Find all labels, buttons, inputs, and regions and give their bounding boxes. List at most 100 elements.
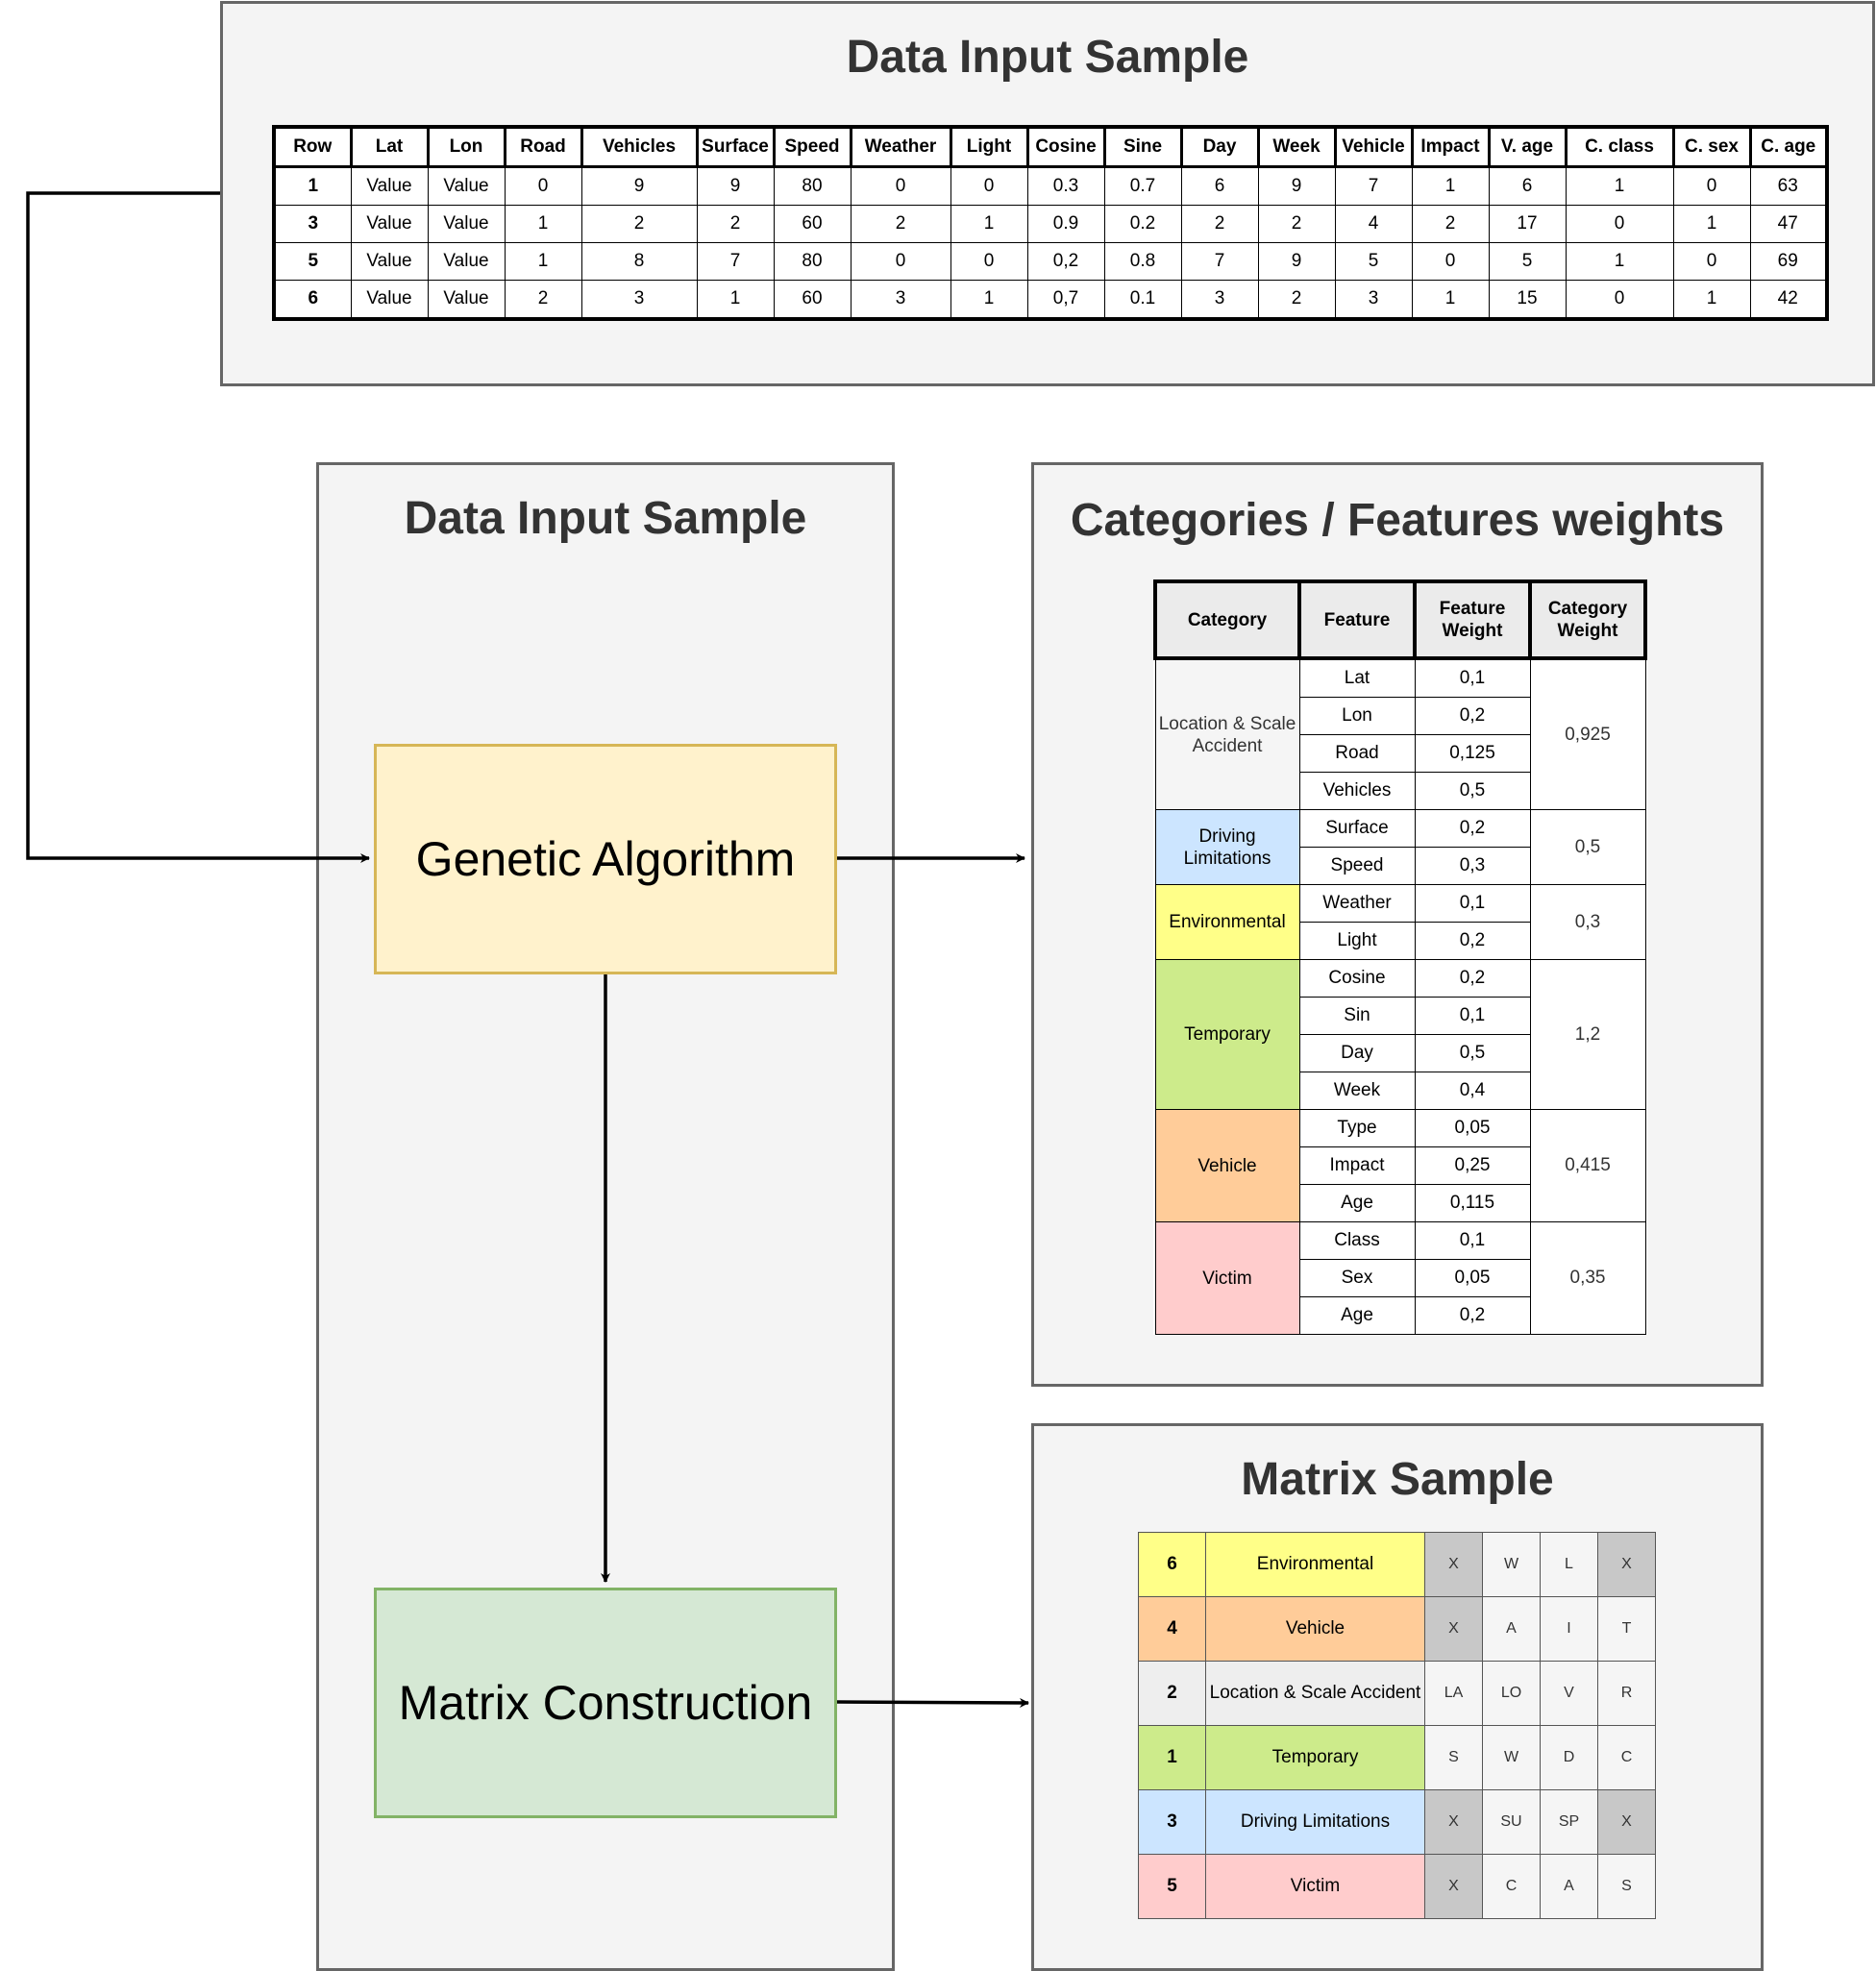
table-cell: Value [427, 242, 506, 281]
table-cell: 2 [1257, 205, 1336, 243]
table-cell: 3 [1334, 280, 1413, 320]
column-header: V. age [1487, 125, 1567, 168]
matrix-cell: L [1540, 1532, 1598, 1597]
matrix-cell: S [1597, 1854, 1656, 1919]
table-cell: 3 [273, 205, 352, 243]
column-header: Weather [849, 125, 952, 168]
category-cell: Victim [1154, 1221, 1300, 1335]
table-cell: 60 [773, 205, 852, 243]
category-cell: Environmental [1154, 884, 1300, 960]
matrix-row-number: 2 [1138, 1661, 1206, 1726]
column-header: Vehicle [1333, 125, 1414, 168]
feature-weight-cell: 0,2 [1414, 1296, 1531, 1335]
feature-weight-cell: 0,2 [1414, 959, 1531, 998]
category-weight-cell: 0,3 [1529, 884, 1646, 960]
matrix-row-label: Temporary [1205, 1725, 1425, 1790]
feature-cell: Age [1298, 1296, 1416, 1335]
matrix-cell: A [1540, 1854, 1598, 1919]
column-header: Road [503, 125, 583, 168]
table-cell: 1 [696, 280, 775, 320]
table-cell: 2 [1411, 205, 1490, 243]
matrix-row-label: Victim [1205, 1854, 1425, 1919]
matrix-cell: LO [1482, 1661, 1541, 1726]
table-cell: Value [427, 166, 506, 206]
table-cell: 4 [1334, 205, 1413, 243]
column-header: C. sex [1671, 125, 1752, 168]
table-cell: 5 [273, 242, 352, 281]
feature-weight-cell: 0,2 [1414, 697, 1531, 735]
column-header: Cosine [1025, 125, 1106, 168]
table-cell: 0.8 [1103, 242, 1182, 281]
table-cell: 63 [1749, 166, 1828, 206]
column-header: Light [949, 125, 1029, 168]
matrix-row-number: 3 [1138, 1789, 1206, 1855]
table-cell: 0 [1672, 242, 1751, 281]
matrix-cell: X [1424, 1596, 1483, 1662]
panel-title: Matrix Sample [1241, 1454, 1554, 1505]
table-cell: 80 [773, 242, 852, 281]
feature-cell: Day [1298, 1034, 1416, 1072]
column-header: Vehicles [580, 125, 699, 168]
table-cell: 1 [1411, 166, 1490, 206]
column-header: Impact [1410, 125, 1491, 168]
matrix-cell: V [1540, 1661, 1598, 1726]
column-header: Speed [772, 125, 852, 168]
feature-cell: Vehicles [1298, 772, 1416, 810]
category-cell: Driving Limitations [1154, 809, 1300, 885]
feature-cell: Speed [1298, 847, 1416, 885]
matrix-cell: X [1597, 1532, 1656, 1597]
panel-title: Data Input Sample [404, 493, 807, 544]
column-header: Feature Weight [1413, 579, 1532, 660]
matrix-cell: C [1597, 1725, 1656, 1790]
matrix-cell: D [1540, 1725, 1598, 1790]
category-weight-cell: 0,925 [1529, 657, 1646, 810]
column-header: Week [1256, 125, 1337, 168]
table-cell: Value [427, 280, 506, 320]
feature-weight-cell: 0,1 [1414, 884, 1531, 923]
panel-title: Categories / Features weights [1070, 495, 1725, 546]
feature-cell: Lat [1298, 657, 1416, 698]
column-header: Lat [349, 125, 430, 168]
matrix-cell: C [1482, 1854, 1541, 1919]
table-cell: 0 [950, 242, 1028, 281]
table-cell: 1 [1411, 280, 1490, 320]
table-cell: 1 [950, 205, 1028, 243]
table-cell: 8 [580, 242, 698, 281]
table-cell: 1 [1565, 242, 1674, 281]
table-cell: 7 [696, 242, 775, 281]
matrix-row-label: Location & Scale Accident [1205, 1661, 1425, 1726]
table-cell: 0.7 [1103, 166, 1182, 206]
feature-cell: Sin [1298, 997, 1416, 1035]
matrix-cell: R [1597, 1661, 1656, 1726]
column-header: Surface [695, 125, 776, 168]
matrix-cell: S [1424, 1725, 1483, 1790]
table-cell: Value [427, 205, 506, 243]
feature-cell: Weather [1298, 884, 1416, 923]
matrix-cell: X [1424, 1789, 1483, 1855]
matrix-cell: SP [1540, 1789, 1598, 1855]
table-cell: 1 [273, 166, 352, 206]
feature-weight-cell: 0,125 [1414, 734, 1531, 773]
feature-weight-cell: 0,4 [1414, 1072, 1531, 1110]
table-cell: Value [350, 242, 429, 281]
matrix-row-label: Vehicle [1205, 1596, 1425, 1662]
matrix-cell: A [1482, 1596, 1541, 1662]
table-cell: 0,2 [1026, 242, 1105, 281]
